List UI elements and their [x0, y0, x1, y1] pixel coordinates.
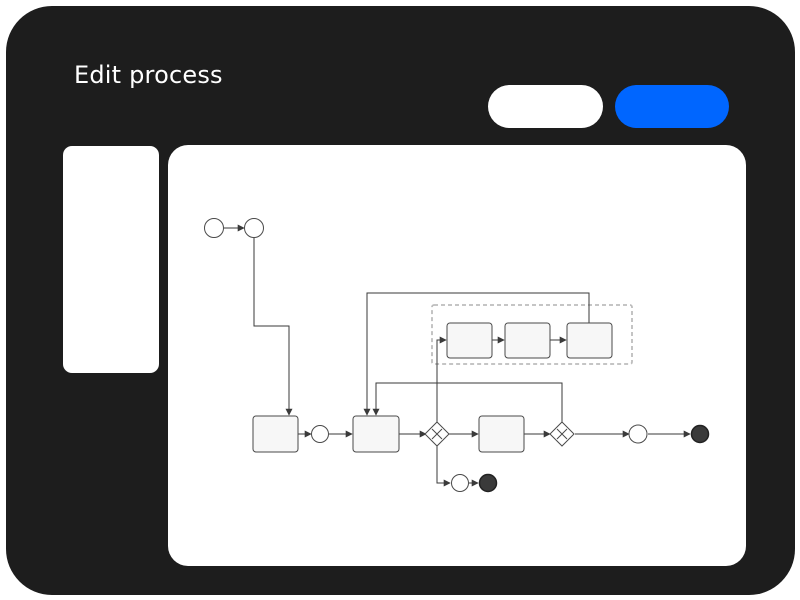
task-1[interactable]	[252, 415, 299, 453]
end-event-1[interactable]	[690, 424, 710, 444]
secondary-action-button[interactable]	[488, 85, 603, 128]
exclusive-gateway-x-icon	[556, 428, 568, 440]
start-event[interactable]	[204, 218, 224, 238]
page-title: Edit process	[74, 61, 223, 89]
exclusive-gateway-1[interactable]	[424, 421, 450, 447]
intermediate-event-3[interactable]	[628, 424, 648, 444]
primary-action-button[interactable]	[615, 85, 729, 128]
top-task-1[interactable]	[446, 322, 493, 359]
side-panel	[63, 146, 159, 373]
top-task-3[interactable]	[566, 322, 613, 359]
top-task-2[interactable]	[504, 322, 551, 359]
exclusive-gateway-2[interactable]	[549, 421, 575, 447]
task-2[interactable]	[352, 415, 400, 453]
intermediate-event-1[interactable]	[244, 218, 264, 238]
task-3[interactable]	[478, 415, 525, 453]
intermediate-event-2[interactable]	[311, 425, 329, 443]
end-event-2[interactable]	[478, 473, 498, 493]
exclusive-gateway-x-icon	[431, 428, 443, 440]
intermediate-event-4[interactable]	[451, 474, 469, 492]
